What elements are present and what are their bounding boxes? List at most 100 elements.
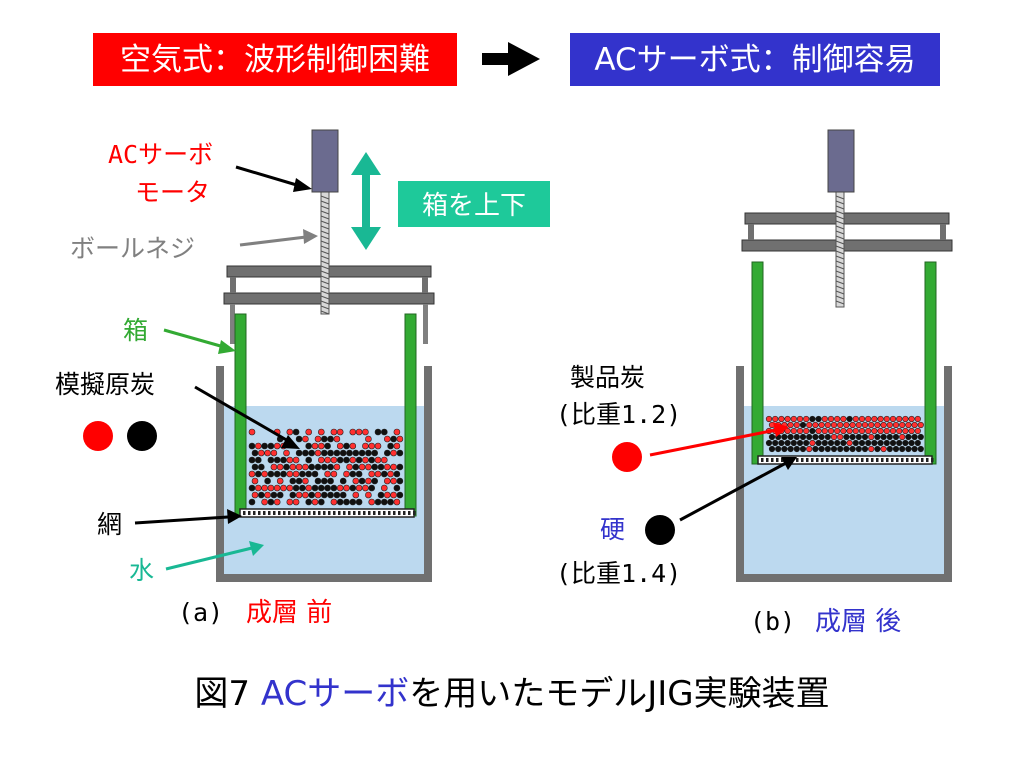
red-particle bbox=[324, 470, 331, 478]
screw-thread bbox=[320, 300, 330, 305]
red-particle bbox=[790, 415, 797, 423]
ac-servo-motor-a bbox=[311, 129, 339, 193]
black-particle bbox=[267, 456, 275, 464]
black-particle bbox=[270, 491, 278, 499]
black-particle bbox=[824, 433, 831, 441]
box-pointer-arrow bbox=[163, 328, 236, 354]
red-particle bbox=[880, 445, 887, 453]
red-particle bbox=[861, 421, 869, 429]
red-particle bbox=[902, 427, 909, 435]
black-particle bbox=[843, 433, 850, 441]
vertical-double-arrow-icon bbox=[351, 152, 381, 250]
red-particle bbox=[871, 427, 878, 435]
red-particle bbox=[765, 415, 773, 423]
black-particle bbox=[343, 442, 350, 450]
red-particle bbox=[286, 428, 294, 436]
box-label: 箱 bbox=[123, 316, 148, 345]
frame-post-left-a bbox=[230, 277, 236, 293]
black-particle bbox=[343, 498, 350, 506]
red-particle bbox=[295, 463, 303, 471]
updown-label: 箱を上下 bbox=[422, 191, 526, 221]
red-particle bbox=[374, 456, 382, 464]
red-particle bbox=[374, 442, 382, 450]
mesh-hole bbox=[771, 458, 774, 462]
black-particle bbox=[883, 439, 890, 447]
apparatus-b bbox=[736, 129, 953, 582]
red-particle bbox=[317, 442, 325, 450]
black-particle bbox=[276, 491, 284, 499]
black-particle bbox=[793, 445, 800, 453]
black-particle bbox=[380, 428, 388, 436]
black-particle bbox=[787, 433, 794, 441]
red-particle bbox=[865, 427, 872, 435]
red-particle bbox=[380, 484, 388, 492]
red-particle bbox=[302, 477, 309, 485]
red-particle bbox=[261, 498, 268, 506]
red-particle bbox=[311, 442, 319, 450]
black-particle bbox=[339, 491, 347, 499]
red-particle bbox=[899, 433, 906, 441]
bold-right-arrow-icon bbox=[482, 42, 540, 76]
screw-thread bbox=[320, 235, 330, 240]
black-particle bbox=[846, 415, 853, 423]
mesh-hole bbox=[243, 511, 246, 515]
black-particle bbox=[874, 445, 881, 453]
red-particle bbox=[333, 463, 341, 471]
black-particle bbox=[314, 477, 322, 485]
mesh-hole bbox=[388, 511, 391, 515]
black-particle bbox=[803, 439, 810, 447]
red-particle bbox=[349, 442, 357, 450]
screw-thread bbox=[835, 240, 845, 245]
red-particle bbox=[383, 477, 391, 485]
screw-thread bbox=[320, 290, 330, 295]
red-particle bbox=[846, 439, 853, 447]
header-right-badge bbox=[570, 33, 940, 86]
red-particle bbox=[821, 427, 828, 435]
black-particle bbox=[283, 463, 290, 471]
red-particle bbox=[880, 421, 887, 429]
black-particle bbox=[886, 445, 893, 453]
screw-thread bbox=[320, 240, 330, 245]
screw-thread bbox=[320, 220, 330, 225]
updown-badge bbox=[398, 181, 550, 227]
screw-thread bbox=[320, 270, 330, 275]
red-particle bbox=[355, 484, 363, 492]
black-particle bbox=[892, 445, 900, 453]
black-particle bbox=[248, 484, 256, 492]
mesh-hole bbox=[921, 458, 924, 462]
black-particle bbox=[905, 433, 912, 441]
black-particle bbox=[377, 491, 385, 499]
black-particle bbox=[295, 435, 303, 443]
black-particle bbox=[796, 439, 804, 447]
red-particle bbox=[365, 435, 372, 443]
black-particle bbox=[305, 442, 313, 450]
red-particle bbox=[248, 428, 256, 436]
screw-thread bbox=[835, 280, 845, 285]
mesh-hole bbox=[801, 458, 804, 462]
black-particle bbox=[871, 439, 878, 447]
red-particle bbox=[270, 449, 278, 457]
raw-coal-label: 模擬原炭 bbox=[55, 370, 155, 399]
red-particle bbox=[827, 427, 835, 435]
red-particle bbox=[793, 421, 800, 429]
black-particle bbox=[327, 477, 334, 485]
tank-floor-a bbox=[216, 574, 432, 582]
red-particle bbox=[883, 415, 890, 423]
red-particle bbox=[396, 435, 404, 443]
red-particle bbox=[858, 427, 866, 435]
red-particle bbox=[877, 427, 884, 435]
red-particle bbox=[336, 484, 344, 492]
red-particle bbox=[818, 421, 825, 429]
ball-screw-b bbox=[835, 191, 845, 308]
screw-thread bbox=[320, 310, 330, 315]
mesh-hole bbox=[288, 511, 291, 515]
red-particle bbox=[834, 427, 841, 435]
red-particle bbox=[349, 428, 357, 436]
black-particle bbox=[327, 435, 334, 443]
product-coal-sg: (比重1.2) bbox=[556, 400, 681, 429]
red-particle bbox=[251, 491, 259, 499]
black-particle bbox=[273, 470, 281, 478]
red-particle bbox=[772, 415, 779, 423]
black-particle bbox=[346, 449, 353, 457]
